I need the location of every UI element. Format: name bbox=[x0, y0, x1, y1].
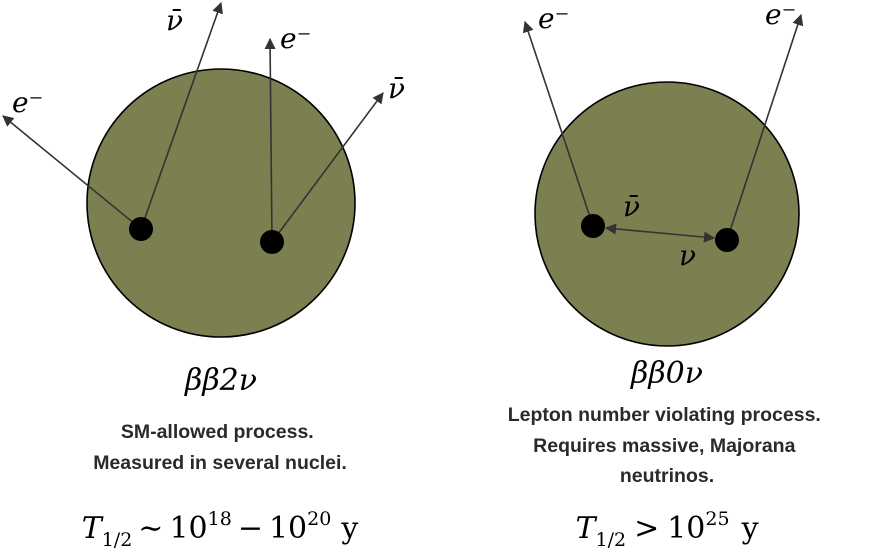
right-process-label: ββ0ν bbox=[630, 356, 703, 391]
left-particle-2 bbox=[260, 230, 284, 254]
right-nucleus bbox=[534, 81, 800, 347]
right-halflife-unit: y bbox=[741, 511, 759, 546]
left-caption: SM-allowed process. Measured in several … bbox=[93, 421, 347, 474]
left-process-label: ββ2ν bbox=[184, 363, 257, 398]
right-electron-2-label: e⁻ bbox=[765, 0, 796, 31]
left-caption-line-1: SM-allowed process. bbox=[121, 421, 314, 443]
right-particle-1 bbox=[581, 214, 605, 238]
left-halflife-relation: ∼ bbox=[138, 511, 163, 546]
right-electron-1-label: e⁻ bbox=[538, 2, 569, 35]
right-halflife-subscript: 1/2 bbox=[595, 529, 626, 551]
left-caption-line-2: Measured in several nuclei. bbox=[93, 452, 347, 474]
left-halflife-exp-2: 20 bbox=[307, 508, 331, 530]
right-halflife-exp: 25 bbox=[705, 508, 729, 530]
left-electron-1-arrow bbox=[2, 115, 142, 230]
left-particle-1 bbox=[129, 217, 153, 241]
right-antineutrino-label: ν̄ bbox=[623, 190, 640, 223]
right-caption-line-3: neutrinos. bbox=[620, 465, 714, 487]
right-caption: Lepton number violating process. Require… bbox=[508, 404, 827, 487]
right-halflife-relation: > bbox=[634, 511, 659, 546]
right-neutrino-exchange-arrow bbox=[604, 223, 716, 243]
right-neutrino-label: ν bbox=[679, 239, 696, 272]
left-halflife-unit: y bbox=[340, 511, 358, 546]
left-nucleus bbox=[86, 68, 356, 338]
right-electron-1-arrow bbox=[522, 20, 594, 227]
left-halflife-exp-1: 18 bbox=[208, 508, 232, 530]
right-caption-line-1: Lepton number violating process. bbox=[508, 404, 821, 426]
left-halflife-minus: − bbox=[238, 511, 263, 546]
right-particle-2 bbox=[715, 228, 739, 252]
left-electron-1-label: e⁻ bbox=[12, 86, 43, 119]
left-electron-2-arrow bbox=[264, 37, 276, 243]
right-electron-2-arrow bbox=[726, 13, 804, 241]
right-halflife: T1/2 >1025 y bbox=[575, 508, 758, 551]
left-panel-2nu: ν̄ e⁻ e⁻ ν̄ ββ2ν SM-allowed process. Mea… bbox=[2, 1, 405, 551]
left-antineutrino-2-arrow bbox=[271, 92, 384, 243]
left-antineutrino-2-label: ν̄ bbox=[388, 72, 405, 105]
left-halflife-symbol: T bbox=[82, 511, 104, 546]
right-panel-0nu: e⁻ e⁻ ν̄ ν ββ0ν Lepton number violating … bbox=[508, 0, 827, 551]
right-caption-line-2: Requires massive, Majorana bbox=[533, 435, 795, 457]
right-halflife-base: 10 bbox=[667, 511, 705, 546]
left-halflife-subscript: 1/2 bbox=[102, 529, 133, 551]
left-halflife-base-2: 10 bbox=[269, 511, 307, 546]
left-electron-2-label: e⁻ bbox=[280, 22, 311, 55]
right-halflife-symbol: T bbox=[575, 511, 597, 546]
left-antineutrino-1-arrow bbox=[140, 1, 223, 230]
left-antineutrino-1-label: ν̄ bbox=[166, 4, 183, 37]
left-halflife-base-1: 10 bbox=[169, 511, 207, 546]
